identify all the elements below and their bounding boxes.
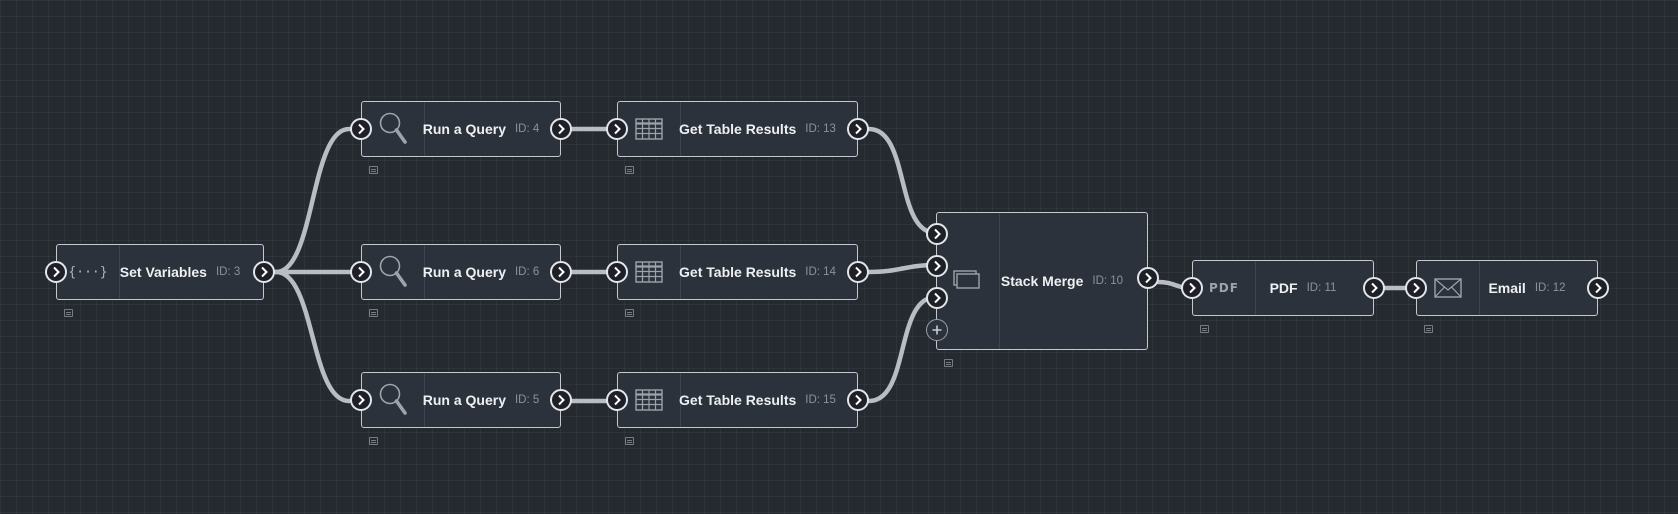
note-icon[interactable]	[625, 309, 634, 317]
node-id: ID: 15	[805, 394, 836, 406]
input-port[interactable]	[350, 261, 372, 283]
node-id: ID: 5	[514, 394, 540, 406]
node-get-table-results-13[interactable]: Get Table Results ID: 13	[606, 101, 869, 174]
note-icon[interactable]	[369, 166, 378, 174]
note-icon[interactable]	[369, 437, 378, 445]
output-port[interactable]	[550, 261, 572, 283]
node-id: ID: 11	[1306, 282, 1337, 294]
input-port-2[interactable]	[926, 255, 948, 277]
pdf-icon: PDF	[1193, 261, 1256, 315]
output-port[interactable]	[1363, 277, 1385, 299]
note-icon[interactable]	[944, 359, 953, 367]
envelope-icon	[1417, 261, 1480, 315]
input-port-1[interactable]	[926, 223, 948, 245]
node-title: Get Table Results	[679, 392, 797, 408]
wire-13-to-10[interactable]	[866, 126, 939, 236]
input-port[interactable]	[350, 389, 372, 411]
node-id: ID: 10	[1092, 275, 1124, 287]
note-icon[interactable]	[369, 309, 378, 317]
input-port[interactable]	[350, 118, 372, 140]
node-run-a-query-4[interactable]: Run a Query ID: 4	[350, 101, 572, 174]
stacked-layers-icon	[937, 213, 1000, 349]
wire-3-to-4[interactable]	[273, 126, 352, 275]
node-pdf[interactable]: PDF PDF ID: 11	[1181, 260, 1385, 333]
note-icon[interactable]	[64, 309, 73, 317]
add-input-button[interactable]	[926, 319, 948, 341]
node-id: ID: 4	[514, 123, 540, 135]
note-icon[interactable]	[1200, 325, 1209, 333]
output-port[interactable]	[550, 118, 572, 140]
node-title: Email	[1488, 280, 1526, 296]
node-id: ID: 13	[805, 123, 836, 135]
magnifier-icon	[362, 102, 425, 156]
table-grid-icon	[618, 245, 681, 299]
node-id: ID: 12	[1534, 282, 1566, 294]
note-icon[interactable]	[625, 166, 634, 174]
node-id: ID: 3	[215, 266, 241, 278]
note-icon[interactable]	[1424, 325, 1433, 333]
node-title: Stack Merge	[1000, 273, 1084, 289]
node-title: Run a Query	[422, 392, 506, 408]
output-port[interactable]	[253, 261, 275, 283]
node-title: Run a Query	[422, 264, 506, 280]
node-get-table-results-15[interactable]: Get Table Results ID: 15	[606, 372, 869, 445]
output-port[interactable]	[550, 389, 572, 411]
node-run-a-query-6[interactable]: Run a Query ID: 6	[350, 244, 572, 317]
output-port[interactable]	[847, 261, 869, 283]
node-id: ID: 14	[805, 266, 836, 278]
wire-3-to-5[interactable]	[273, 269, 352, 404]
input-port-3[interactable]	[926, 287, 948, 309]
node-email[interactable]: Email ID: 12	[1405, 260, 1609, 333]
node-run-a-query-5[interactable]: Run a Query ID: 5	[350, 372, 572, 445]
input-port[interactable]	[606, 389, 628, 411]
node-title: Get Table Results	[679, 264, 797, 280]
input-port[interactable]	[45, 261, 67, 283]
output-port[interactable]	[1137, 267, 1159, 289]
node-set-variables[interactable]: {···} Set Variables ID: 3	[45, 244, 275, 317]
table-grid-icon	[618, 373, 681, 427]
node-stack-merge[interactable]: Stack Merge ID: 10	[926, 212, 1159, 367]
magnifier-icon	[362, 373, 425, 427]
magnifier-icon	[362, 245, 425, 299]
table-grid-icon	[618, 102, 681, 156]
note-icon[interactable]	[625, 437, 634, 445]
input-port[interactable]	[1405, 277, 1427, 299]
input-port[interactable]	[606, 261, 628, 283]
node-title: PDF	[1269, 280, 1298, 296]
output-port[interactable]	[847, 389, 869, 411]
node-title: Run a Query	[422, 121, 506, 137]
wire-15-to-10[interactable]	[866, 294, 939, 404]
output-port[interactable]	[847, 118, 869, 140]
input-port[interactable]	[1181, 277, 1203, 299]
node-get-table-results-14[interactable]: Get Table Results ID: 14	[606, 244, 869, 317]
output-port[interactable]	[1587, 277, 1609, 299]
braces-icon: {···}	[57, 245, 120, 299]
node-id: ID: 6	[514, 266, 540, 278]
node-title: Get Table Results	[679, 121, 797, 137]
input-port[interactable]	[606, 118, 628, 140]
node-title: Set Variables	[119, 264, 207, 280]
